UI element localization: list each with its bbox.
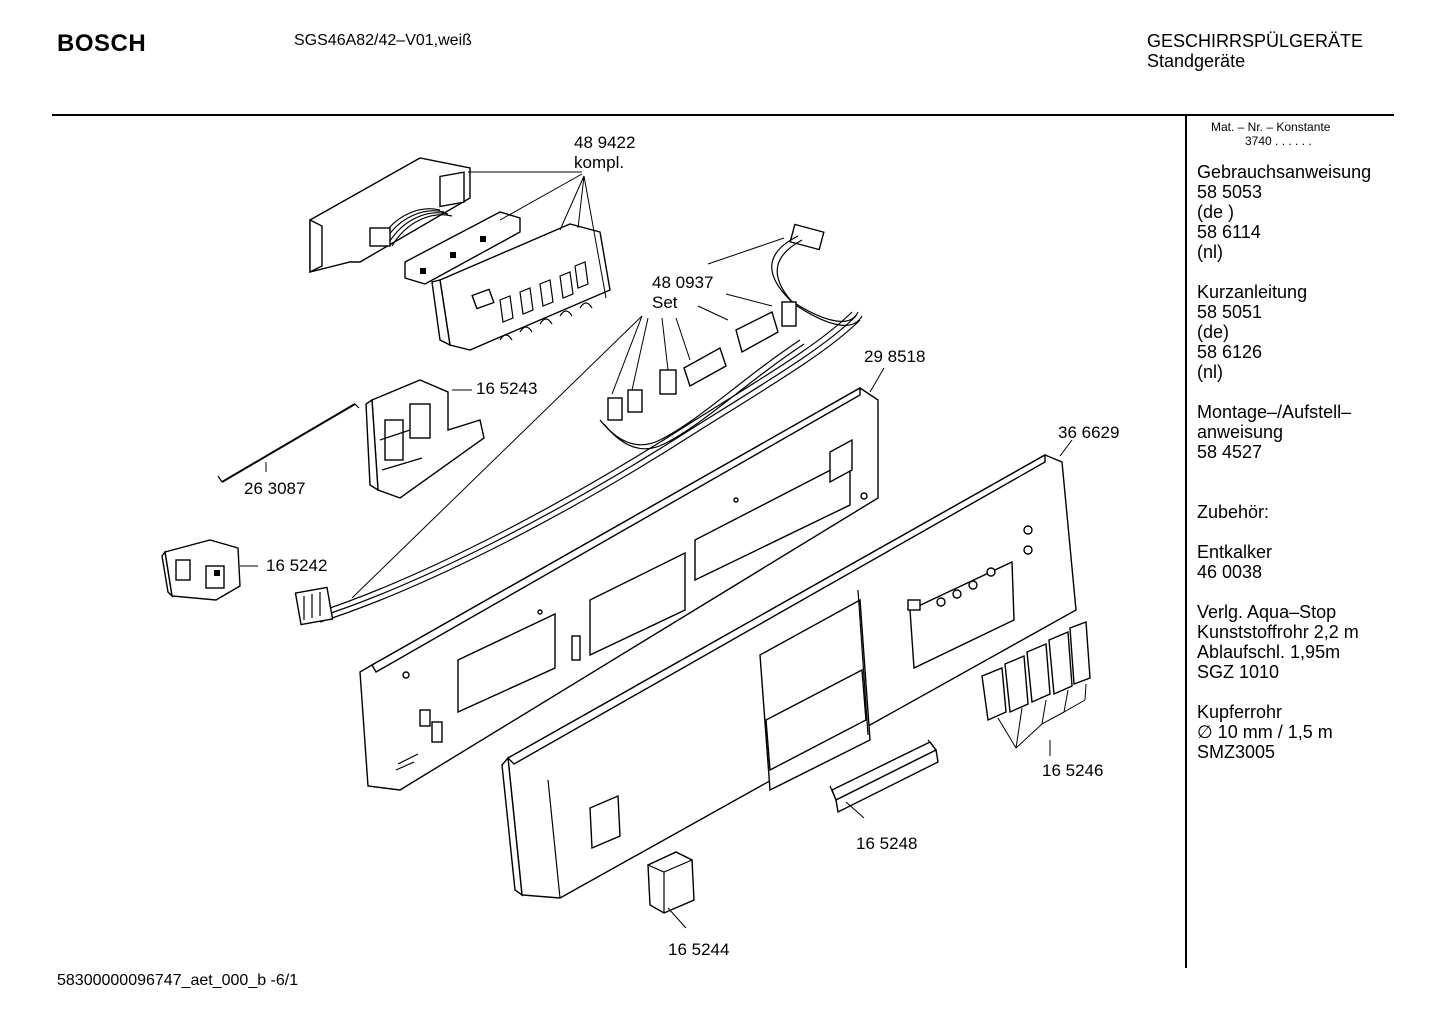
category-subtitle: Standgeräte xyxy=(1147,51,1246,71)
mat-header: Mat. – Nr. – Konstante xyxy=(1211,120,1331,134)
sidebar-line: SGZ 1010 xyxy=(1197,662,1280,682)
sidebar-block-aqua-stop: Verlg. Aqua–Stop Kunststoffrohr 2,2 m Ab… xyxy=(1197,602,1437,682)
sidebar-line: 58 6126 xyxy=(1197,342,1263,362)
rod-263087 xyxy=(217,403,360,483)
sidebar-line: (de) xyxy=(1197,322,1230,342)
sidebar-line: Zubehör: xyxy=(1197,502,1270,522)
label-165244: 16 5244 xyxy=(668,940,729,959)
sidebar-line: SMZ3005 xyxy=(1197,742,1276,762)
sidebar-block-accessories: Zubehör: xyxy=(1197,502,1437,522)
part-labels: 48 9422 kompl. 48 0937 Set 16 5243 26 30… xyxy=(244,133,1119,959)
switch-165242 xyxy=(161,539,241,601)
sidebar-line: Kurzanleitung xyxy=(1197,282,1308,302)
sidebar-line: 58 6114 xyxy=(1197,222,1261,242)
document-id: 58300000096747_aet_000_b -6/1 xyxy=(57,972,299,989)
sidebar-line: Kupferrohr xyxy=(1197,702,1283,722)
sidebar-line: Gebrauchsanweisung xyxy=(1197,162,1372,182)
sidebar-line: Montage–/Aufstell– xyxy=(1197,402,1352,422)
parts-sidebar: Mat. – Nr. – Konstante 3740 . . . . . . … xyxy=(1197,120,1437,762)
sidebar-block-copper-pipe: Kupferrohr ∅ 10 mm / 1,5 m SMZ3005 xyxy=(1197,702,1437,762)
sidebar-line: 58 4527 xyxy=(1197,442,1263,462)
cap-165244 xyxy=(646,851,695,914)
label-489422: 48 9422 xyxy=(574,133,635,152)
sidebar-line: anweisung xyxy=(1197,422,1284,442)
label-165246: 16 5246 xyxy=(1042,761,1103,780)
label-263087: 26 3087 xyxy=(244,479,305,498)
sidebar-block-short-guide: Kurzanleitung 58 5051 (de) 58 6126 (nl) xyxy=(1197,282,1437,382)
frame-298518 xyxy=(359,386,879,791)
model-number: SGS46A82/42–V01,weiß xyxy=(294,32,472,49)
sidebar-line: (nl) xyxy=(1197,362,1223,382)
category-title: GESCHIRRSPÜLGERÄTE xyxy=(1147,31,1364,51)
sidebar-line: Verlg. Aqua–Stop xyxy=(1197,602,1337,622)
label-480937-sub: Set xyxy=(652,293,678,312)
sidebar-line: 46 0038 xyxy=(1197,562,1263,582)
label-480937: 48 0937 xyxy=(652,273,713,292)
sidebar-line: 58 5053 xyxy=(1197,182,1263,202)
strip-165248 xyxy=(829,739,939,814)
sidebar-line: Kunststoffrohr 2,2 m xyxy=(1197,622,1359,642)
sidebar-block-installation: Montage–/Aufstell– anweisung 58 4527 xyxy=(1197,402,1437,462)
sidebar-line: Entkalker xyxy=(1197,542,1273,562)
mat-value: 3740 . . . . . . xyxy=(1245,134,1312,148)
electronic-module-489422 xyxy=(309,157,611,351)
sidebar-block-manual: Gebrauchsanweisung 58 5053 (de ) 58 6114… xyxy=(1197,162,1437,262)
keys-165246 xyxy=(981,621,1091,749)
holder-165243 xyxy=(365,379,485,499)
brand-logo: BOSCH xyxy=(57,30,147,57)
panel-366629 xyxy=(501,453,1077,899)
label-165248: 16 5248 xyxy=(856,834,917,853)
header-divider xyxy=(52,114,1394,116)
sidebar-line: Ablaufschl. 1,95m xyxy=(1197,642,1341,662)
sidebar-line: ∅ 10 mm / 1,5 m xyxy=(1197,722,1333,742)
label-298518: 29 8518 xyxy=(864,347,925,366)
sidebar-line: (nl) xyxy=(1197,242,1223,262)
label-165243: 16 5243 xyxy=(476,379,537,398)
wire-harness-480937 xyxy=(294,223,863,626)
label-489422-sub: kompl. xyxy=(574,153,624,172)
label-366629: 36 6629 xyxy=(1058,423,1119,442)
sidebar-line: (de ) xyxy=(1197,202,1235,222)
exploded-parts-diagram: 48 9422 kompl. 48 0937 Set 16 5243 26 30… xyxy=(161,133,1119,959)
sidebar-block-descaler: Entkalker 46 0038 xyxy=(1197,542,1437,582)
leader-lines xyxy=(240,171,1073,929)
label-165242: 16 5242 xyxy=(266,556,327,575)
sidebar-divider xyxy=(1185,116,1187,968)
sidebar-line: 58 5051 xyxy=(1197,302,1263,322)
